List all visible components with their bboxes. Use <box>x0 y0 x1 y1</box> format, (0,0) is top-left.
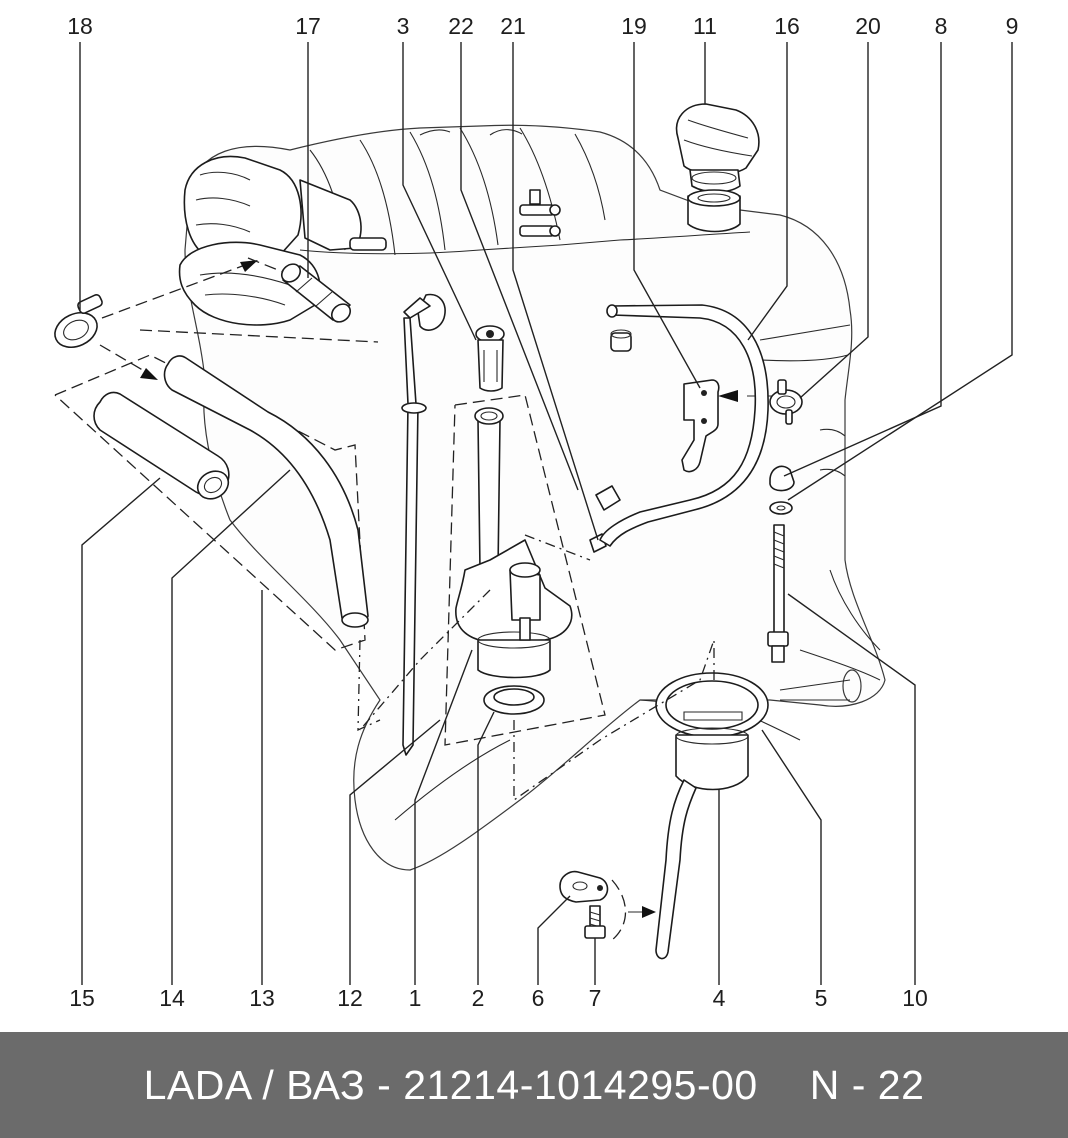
callout-14: 14 <box>159 985 185 1011</box>
part-10-stud <box>767 524 789 663</box>
part-number-banner: LADA / ВАЗ - 21214-1014295-00 N - 22 <box>0 1032 1068 1138</box>
callouts-bottom: 15 14 13 12 1 2 6 7 4 5 10 <box>69 985 928 1011</box>
callout-9: 9 <box>1006 13 1019 39</box>
callout-11: 11 <box>693 13 717 39</box>
callout-22: 22 <box>448 13 474 39</box>
callout-16: 16 <box>774 13 800 39</box>
part-9-washer <box>769 501 793 515</box>
callout-8: 8 <box>935 13 948 39</box>
callout-21: 21 <box>500 13 526 39</box>
manifold-fittings <box>519 189 561 237</box>
part-19-bracket <box>681 379 720 473</box>
callout-2: 2 <box>472 985 485 1011</box>
hose-group-frame <box>54 329 379 651</box>
part-22-plug <box>475 325 505 392</box>
callout-18: 18 <box>67 13 93 39</box>
callout-3: 3 <box>397 13 410 39</box>
callout-12: 12 <box>337 985 363 1011</box>
part-17-nipple <box>280 263 352 323</box>
centre-lines <box>357 534 715 802</box>
callout-17: 17 <box>295 13 321 39</box>
leader-lines <box>79 42 1013 985</box>
breather-group-frame <box>444 394 606 746</box>
callouts-top: 18 17 3 22 21 19 11 16 20 8 9 <box>67 13 1018 39</box>
assembly-arrows <box>99 260 772 941</box>
part-4-tube <box>655 779 697 960</box>
part-3-dipstick <box>401 293 446 756</box>
callout-1: 1 <box>409 985 422 1011</box>
callout-6: 6 <box>532 985 545 1011</box>
callout-5: 5 <box>815 985 828 1011</box>
part-21-fitting <box>589 329 632 553</box>
part-1-breather-tube <box>455 407 573 679</box>
part-20-clip <box>769 379 803 425</box>
part-7-bolt <box>584 905 606 939</box>
nipple-axis <box>247 257 284 273</box>
part-5-sleeve <box>655 672 769 791</box>
part-2-gasket <box>483 685 545 715</box>
parts-exploded-diagram: 18 17 3 22 21 19 11 16 20 8 9 15 14 13 1… <box>54 13 1018 1011</box>
part-reference: LADA / ВАЗ - 21214-1014295-00 <box>143 1061 758 1108</box>
callout-20: 20 <box>855 13 881 39</box>
callout-15: 15 <box>69 985 95 1011</box>
part-14-hose <box>163 355 369 628</box>
part-8-cap-nut <box>769 465 795 492</box>
part-11-filler-cap <box>675 103 760 233</box>
throttle-body <box>178 155 387 326</box>
callout-19: 19 <box>621 13 647 39</box>
part-6-plate <box>559 870 609 903</box>
callout-7: 7 <box>589 985 602 1011</box>
callout-4: 4 <box>713 985 726 1011</box>
part-16-hose <box>599 304 769 547</box>
page-reference: N - 22 <box>809 1061 925 1108</box>
callout-10: 10 <box>902 985 928 1011</box>
callout-13: 13 <box>249 985 275 1011</box>
part-18-hose-clamp <box>54 294 103 349</box>
part-15-hose <box>93 391 230 500</box>
